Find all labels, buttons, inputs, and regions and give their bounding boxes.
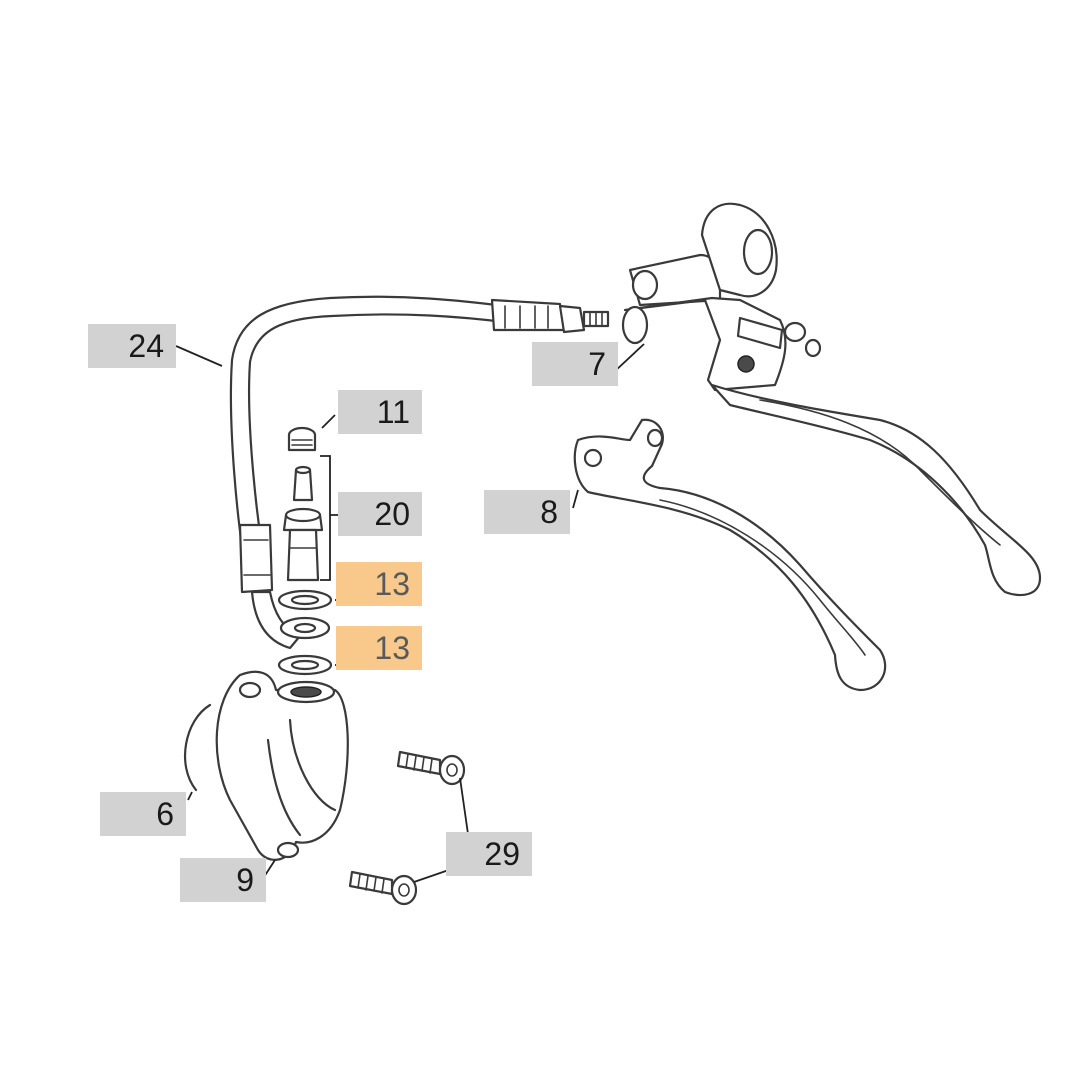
slave-cylinder: [183, 670, 349, 861]
washers: [277, 589, 333, 676]
callout-11: 11: [338, 390, 422, 434]
callout-13-upper: 13: [336, 562, 422, 606]
callout-6: 6: [100, 792, 186, 836]
bleed-valve-assembly: [282, 426, 324, 582]
master-cylinder: [621, 202, 822, 392]
lever-upper: [710, 383, 1042, 597]
callout-9: 9: [180, 858, 266, 902]
bolts: [348, 750, 466, 906]
callout-8: 8: [484, 490, 570, 534]
callout-24: 24: [88, 324, 176, 368]
lever-lower: [573, 418, 887, 692]
callout-7: 7: [532, 342, 618, 386]
callout-20: 20: [338, 492, 422, 536]
callout-29: 29: [446, 832, 532, 876]
callout-13-lower: 13: [336, 626, 422, 670]
